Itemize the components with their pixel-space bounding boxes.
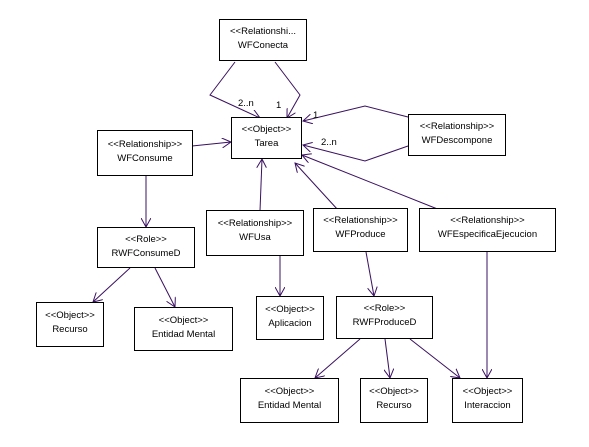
edge-wfespecifica-tarea (302, 155, 441, 211)
node-name: WFDescompone (421, 135, 493, 146)
stereotype-label: <<Object>> (369, 386, 419, 397)
node-name: WFConsume (117, 153, 173, 164)
node-recurso-1[interactable]: <<Object>> Recurso (36, 302, 104, 347)
stereotype-label: <<Object>> (158, 315, 209, 326)
stereotype-label: <<Object>> (264, 386, 315, 397)
node-aplicacion[interactable]: <<Object>> Aplicacion (256, 296, 324, 340)
stereotype-label: <<Role>> (125, 234, 167, 245)
mult-conecta-many: 2..n (238, 98, 254, 109)
node-name: WFUsa (239, 232, 271, 243)
stereotype-label: <<Relationship>> (419, 121, 495, 132)
edge-rwfconsumed-recurso (93, 267, 131, 302)
edge-rwfproduced-recurso (385, 338, 390, 378)
node-name: RWFConsumeD (111, 248, 181, 259)
node-wfproduce[interactable]: <<Relationship>> WFProduce (313, 208, 408, 252)
node-name: Entidad Mental (257, 400, 322, 411)
node-rwfproduced[interactable]: <<Role>> RWFProduceD (336, 296, 433, 339)
mult-descompone-many: 2..n (321, 137, 337, 148)
stereotype-label: <<Object>> (241, 124, 292, 135)
edge-wfdescompone-tarea-many (303, 145, 409, 162)
node-tarea[interactable]: <<Object>> Tarea (231, 117, 302, 159)
node-name: RWFProduceD (352, 317, 417, 328)
node-wfdescompone[interactable]: <<Relationship>> WFDescompone (408, 114, 506, 156)
edge-wfproduce-rwfproduced (365, 251, 374, 296)
stereotype-label: <<Relationship>> (450, 215, 525, 226)
edge-wfdescompone-tarea-one (303, 105, 409, 121)
stereotype-label: <<Relationship>> (323, 215, 398, 226)
mult-conecta-one: 1 (276, 100, 282, 111)
edge-wfproduce-tarea (295, 163, 339, 211)
edge-rwfconsumed-entidad (154, 267, 175, 307)
node-rwfconsumed[interactable]: <<Role>> RWFConsumeD (97, 227, 195, 268)
node-wfconsume[interactable]: <<Relationship>> WFConsume (97, 130, 193, 176)
edge-wfconecta-tarea-one (274, 61, 301, 118)
node-interaccion[interactable]: <<Object>> Interaccion (452, 378, 523, 423)
node-name: Aplicacion (268, 318, 312, 329)
stereotype-label: <<Relationship>> (107, 139, 183, 150)
edge-rwfproduced-entidad (315, 338, 361, 378)
edge-wfconecta-tarea-many (209, 61, 260, 118)
node-name: Recurso (52, 324, 88, 335)
stereotype-label: <<Object>> (462, 386, 513, 397)
edge-rwfproduced-interaccion (409, 338, 460, 378)
node-recurso-2[interactable]: <<Object>> Recurso (360, 378, 428, 423)
stereotype-label: <<Relationship>> (217, 218, 293, 229)
stereotype-label: <<Relationshi... (229, 26, 296, 37)
node-name: Interaccion (464, 400, 511, 411)
node-name: WFProduce (335, 229, 386, 240)
stereotype-label: <<Object>> (45, 310, 95, 321)
node-name: Entidad Mental (151, 329, 216, 340)
node-name: Recurso (376, 400, 412, 411)
node-wfusa[interactable]: <<Relationship>> WFUsa (206, 210, 304, 256)
stereotype-label: <<Role>> (363, 303, 406, 314)
edge-wfconsume-tarea (191, 142, 231, 146)
mult-descompone-one: 1 (313, 110, 319, 121)
node-name: Tarea (254, 138, 279, 149)
node-wfconecta[interactable]: <<Relationshi... WFConecta (219, 19, 307, 61)
stereotype-label: <<Object>> (265, 304, 315, 315)
node-name: WFConecta (237, 40, 289, 51)
node-wfespecificaejecucion[interactable]: <<Relationship>> WFEspecificaEjecucion (419, 208, 556, 252)
node-entidad-mental-2[interactable]: <<Object>> Entidad Mental (240, 378, 339, 423)
edge-wfusa-tarea (260, 159, 262, 212)
node-entidad-mental-1[interactable]: <<Object>> Entidad Mental (134, 307, 233, 351)
node-name: WFEspecificaEjecucion (437, 229, 538, 240)
